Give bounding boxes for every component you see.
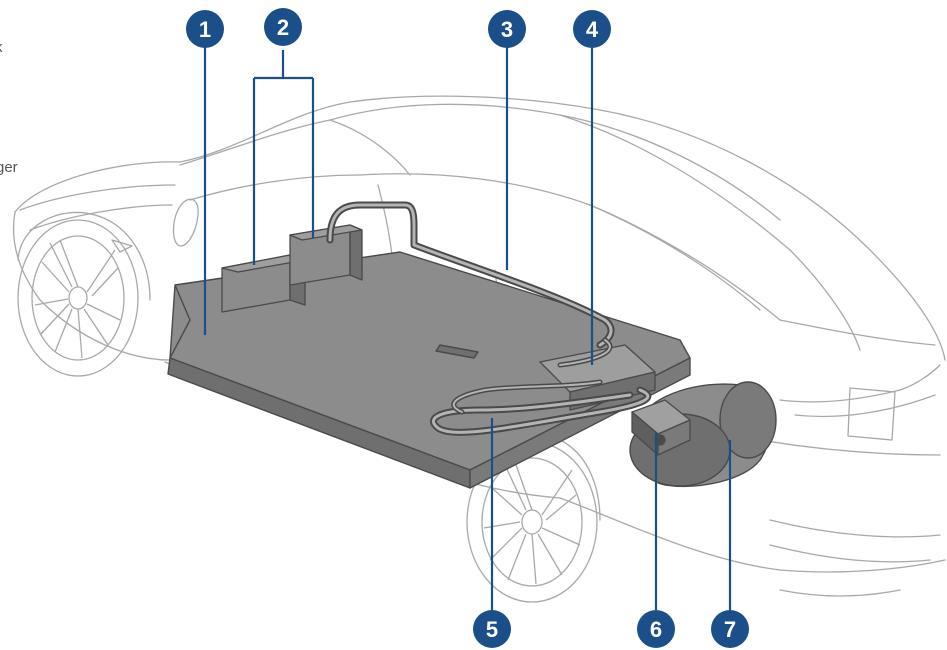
cropped-text-fragment: k	[0, 40, 3, 55]
marker-5: 5	[473, 610, 511, 648]
marker-label: 2	[277, 15, 289, 40]
front-wheel	[17, 219, 139, 377]
marker-circle	[186, 10, 224, 48]
marker-7: 7	[711, 610, 749, 648]
cable-harness	[429, 337, 652, 436]
marker-circle	[573, 10, 611, 48]
marker-4: 4	[573, 10, 611, 48]
numbered-markers: 1 2 3 4 5 6 7	[186, 8, 749, 648]
marker-circle	[637, 610, 675, 648]
marker-2: 2	[264, 8, 302, 46]
marker-3: 3	[488, 10, 526, 48]
high-voltage-cable	[326, 201, 615, 349]
marker-label: 7	[724, 617, 736, 642]
marker-6: 6	[637, 610, 675, 648]
cropped-text-fragment: ger	[0, 159, 18, 176]
marker-circle	[473, 610, 511, 648]
inverter	[631, 399, 691, 456]
marker-circle	[711, 610, 749, 648]
leader-lines	[203, 45, 732, 610]
marker-1: 1	[186, 10, 224, 48]
marker-label: 3	[501, 17, 513, 42]
marker-circle	[264, 8, 302, 46]
marker-label: 1	[199, 17, 211, 42]
marker-label: 6	[650, 617, 662, 642]
onboard-chargers	[221, 224, 363, 313]
marker-circle	[488, 10, 526, 48]
marker-label: 5	[486, 617, 498, 642]
marker-label: 4	[586, 17, 599, 42]
